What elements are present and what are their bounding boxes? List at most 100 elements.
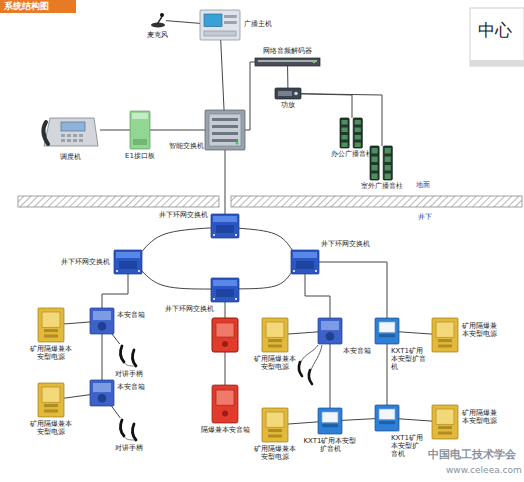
device-label: 本安音箱: [117, 383, 149, 391]
device-label: 矿用隔爆兼本安型电源: [28, 420, 74, 436]
graphic-part: [93, 311, 111, 320]
device-icon: [114, 250, 142, 274]
diagram-title: 系统结构图: [4, 1, 49, 12]
connector-line: [102, 274, 128, 308]
device-label-box: KXT1矿用本安型扩音机: [391, 347, 427, 371]
device-label: 对讲手柄: [112, 444, 146, 452]
device-label-box: 麦克风: [142, 31, 172, 39]
graphic-part: [293, 270, 295, 272]
graphic-part: [204, 31, 236, 36]
device-icon: [375, 318, 399, 344]
device-label-box: 矿用隔爆兼本安型电源: [253, 445, 297, 461]
graphic-part: [132, 113, 148, 119]
connector-line: [319, 262, 387, 318]
device-node: 室外广播音柱: [370, 146, 394, 180]
device-label: 广播主机: [244, 20, 274, 28]
device-label-box: 矿用隔爆兼本安型电源: [28, 345, 74, 361]
graphic-part: [321, 321, 339, 330]
graphic-part: [293, 252, 317, 258]
free-label: 中心: [478, 20, 512, 40]
graphic-part: [268, 435, 282, 438]
handset-cord: [301, 345, 322, 370]
graphic-part: [213, 234, 215, 236]
free-label: www.celeea.com: [446, 465, 522, 476]
title-bar: [0, 0, 76, 13]
device-label-box: 功放: [270, 101, 306, 109]
device-label-box: 对讲手柄: [112, 444, 146, 452]
graphic-part: [385, 174, 391, 180]
graphic-part: [224, 21, 237, 24]
connector-line: [102, 334, 103, 380]
graphic-part: [212, 118, 238, 121]
device-label: 对讲手柄: [112, 370, 146, 378]
device-node: 矿用隔爆兼本安型电源: [432, 405, 458, 439]
device-label: 矿用隔爆兼本安型电源: [253, 445, 297, 461]
connector-line: [305, 274, 330, 318]
device-node: 功放: [275, 88, 301, 99]
graphic-part: [370, 146, 379, 180]
device-icon: [275, 88, 301, 99]
connector-line: [399, 419, 432, 421]
free-label: 中国电工技术学会: [428, 448, 516, 461]
graphic-part: [372, 157, 378, 163]
device-label: 井下环网交换机: [58, 258, 110, 266]
device-label: E1接口板: [120, 152, 160, 160]
connector-line: [64, 322, 90, 324]
graphic-part: [90, 380, 114, 406]
device-label-box: 调度机: [40, 153, 100, 161]
graphic-part: [294, 92, 298, 96]
graphic-part: [67, 139, 71, 142]
device-node: 井下环网交换机: [291, 250, 319, 274]
graphic-part: [262, 408, 288, 442]
graphic-part: [372, 174, 378, 180]
connector-line: [225, 150, 226, 214]
device-node: 网络音频解码器: [255, 58, 320, 66]
graphic-part: [120, 420, 124, 436]
graphic-part: [255, 58, 320, 66]
graphic-part: [38, 383, 64, 417]
graphic-part: [132, 424, 136, 440]
graphic-part: [79, 134, 83, 137]
graphic-part: [278, 91, 292, 96]
device-label: KXT1矿用本安型扩音机: [391, 434, 425, 458]
connector-line: [245, 62, 255, 130]
free-label: 地面: [416, 181, 430, 189]
device-label: 网络音频解码器: [255, 47, 320, 55]
device-icon: [205, 110, 245, 150]
red-speaker-body: [212, 318, 238, 352]
device-label-box: 本安音箱: [117, 383, 149, 391]
ground-band: [231, 196, 522, 207]
graphic-part: [379, 421, 395, 424]
device-node: 本安音箱: [90, 380, 114, 406]
graphic-part: [116, 270, 118, 272]
graphic-part: [438, 345, 452, 348]
connector-line: [142, 271, 211, 289]
graphic-part: [44, 404, 58, 407]
device-icon: [211, 278, 239, 302]
graphic-part: [133, 139, 147, 145]
connector-line: [399, 332, 432, 334]
graphic-part: [342, 143, 348, 148]
device-node: KXT1矿用本安型扩音机: [375, 318, 399, 344]
device-icon: [150, 12, 166, 28]
graphic-part: [42, 312, 60, 327]
device-icon: [200, 10, 240, 40]
graphic-part: [436, 409, 454, 424]
graphic-part: [67, 134, 71, 137]
graphic-part: [73, 134, 77, 137]
graphic-part: [318, 318, 342, 344]
device-icon: [90, 308, 114, 334]
graphic-part: [213, 298, 215, 300]
device-icon: [118, 418, 140, 442]
graphic-part: [212, 139, 238, 142]
graphic-part: [44, 335, 58, 338]
device-node: 矿用隔爆兼本安型电源: [38, 308, 64, 342]
device-icon: [255, 58, 320, 66]
device-label-box: KXT1矿用本安型扩音机: [391, 434, 425, 458]
device-label-box: 本安音箱: [343, 347, 375, 355]
device-icon: [90, 380, 114, 406]
graphic-part: [44, 410, 58, 413]
graphic-part: [44, 329, 58, 332]
connector-line: [64, 395, 90, 399]
device-label-box: 智能交换机: [166, 142, 204, 150]
